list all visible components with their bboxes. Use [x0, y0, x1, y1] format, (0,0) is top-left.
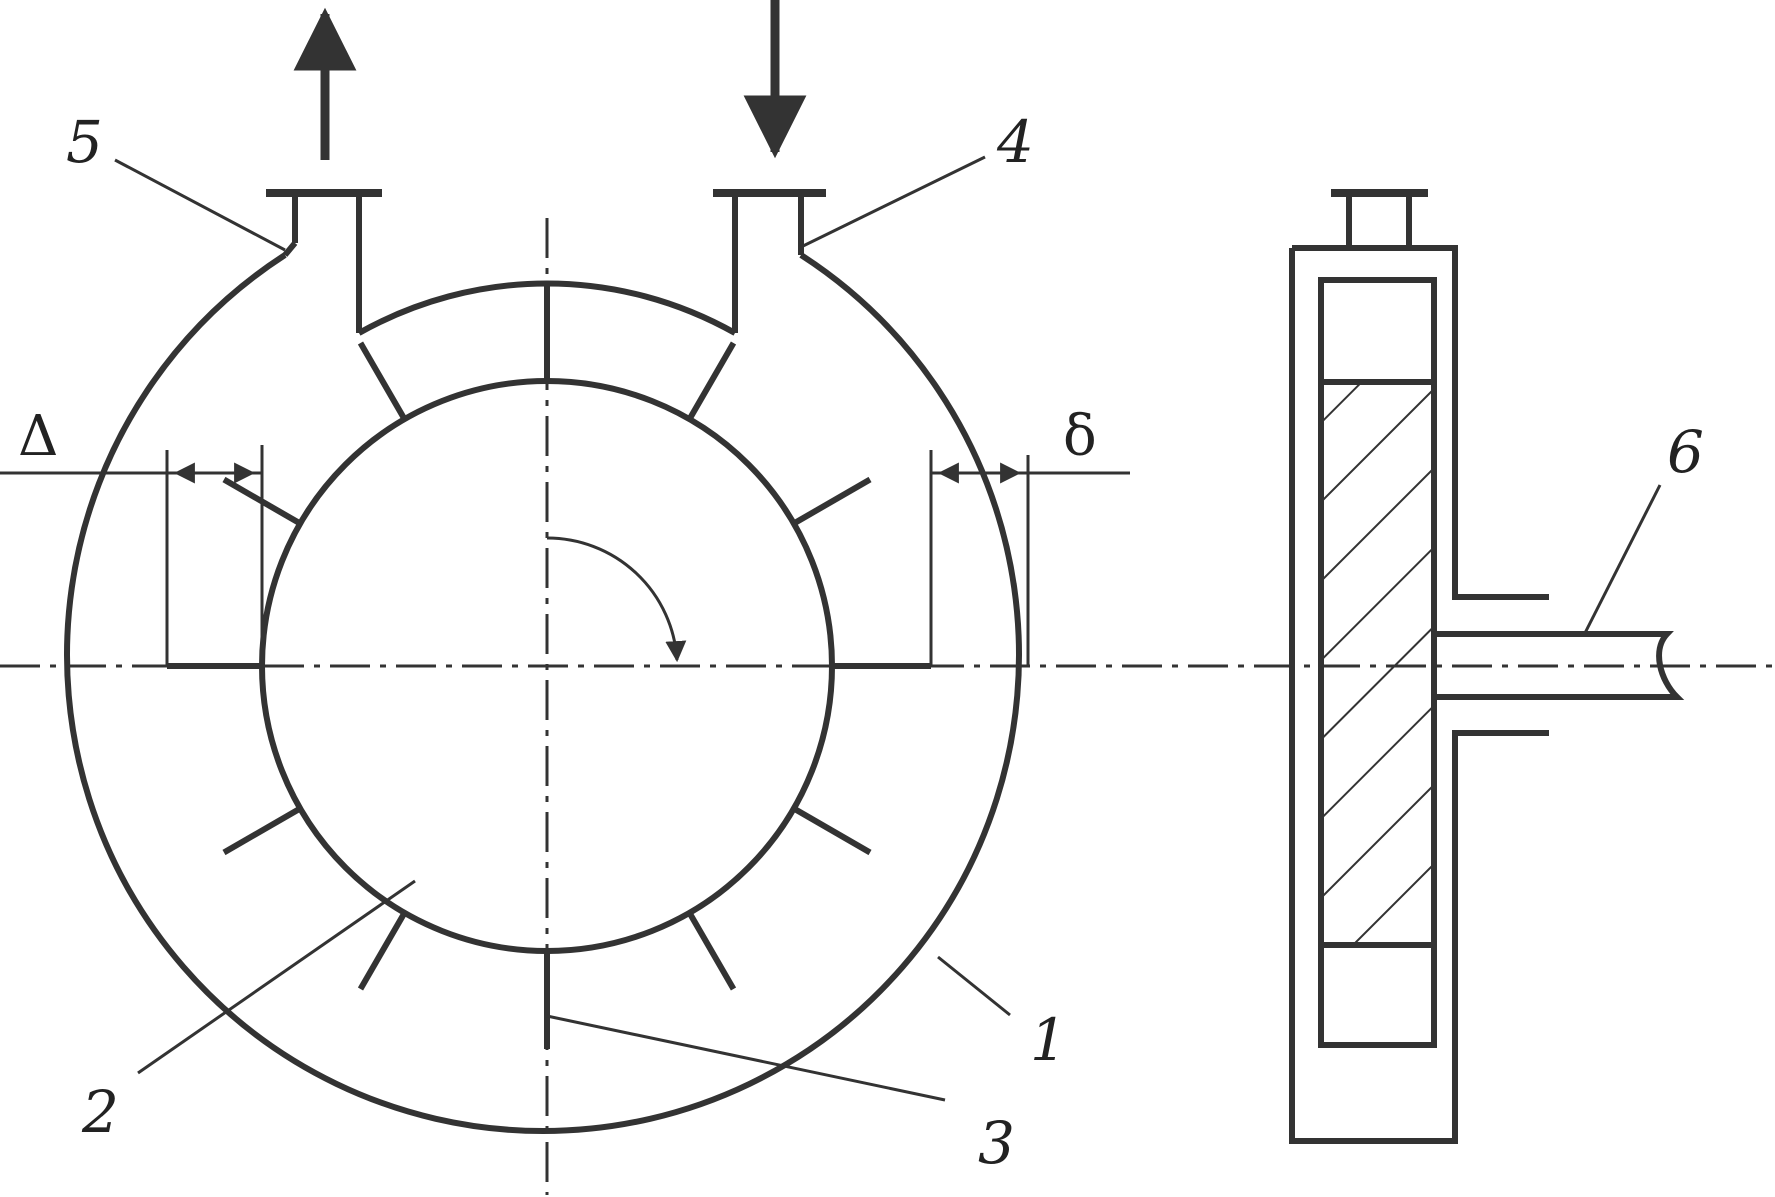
blade	[222, 805, 302, 856]
pump-casing	[64, 252, 1022, 1134]
leader-6	[1583, 484, 1662, 634]
rotation-arrow	[546, 536, 687, 663]
label-impeller: 2	[81, 1078, 119, 1146]
blade	[792, 476, 872, 527]
label-shaft: 6	[1667, 418, 1704, 486]
side-view	[1289, 189, 1685, 1144]
label-casing: 1	[1030, 1006, 1067, 1074]
leader-2	[137, 879, 416, 1075]
blade	[792, 805, 872, 856]
label-outlet: 5	[66, 108, 103, 176]
clearance-dimension	[0, 445, 264, 669]
impeller-section-hatched	[1318, 379, 1437, 948]
eccentricity-symbol: δ	[1063, 404, 1097, 469]
label-blade: 3	[978, 1109, 1015, 1177]
leader-1	[937, 955, 1011, 1017]
inlet-port	[713, 189, 826, 333]
leader-3	[546, 1014, 946, 1102]
outlet-port	[266, 189, 382, 333]
blade	[686, 341, 737, 421]
label-inlet: 4	[996, 108, 1034, 176]
clearance-symbol: Δ	[18, 404, 58, 469]
leader-5	[114, 158, 286, 252]
blade	[357, 911, 408, 991]
eccentricity-dimension	[832, 450, 1130, 669]
blade	[357, 341, 408, 421]
leader-4	[800, 155, 986, 249]
blade	[686, 911, 737, 991]
